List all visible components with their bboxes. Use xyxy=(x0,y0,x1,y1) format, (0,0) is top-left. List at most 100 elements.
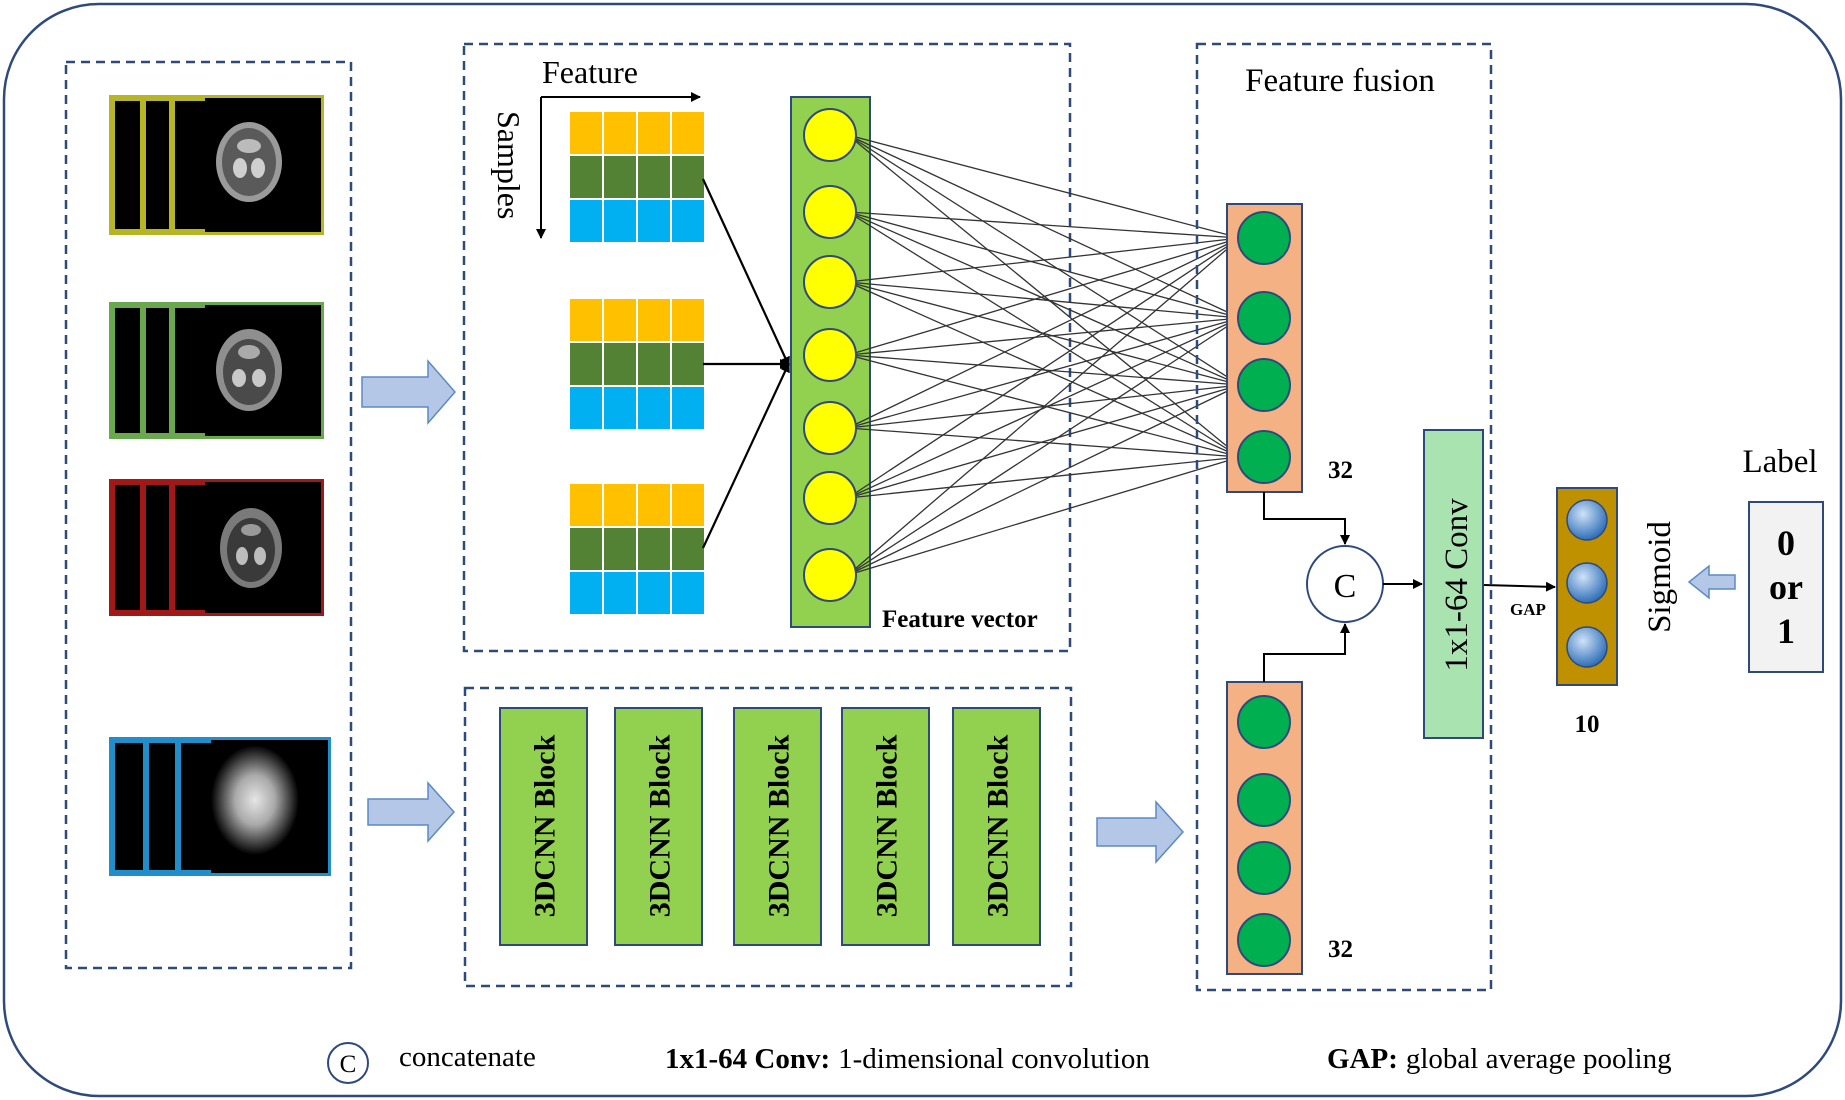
matrix-cell xyxy=(670,198,706,244)
cnn-block-2: 3DCNN Block xyxy=(614,707,703,946)
label-value-or: or xyxy=(1769,567,1803,607)
fusion-neuron-top xyxy=(1237,291,1291,345)
legend-concat-text: concatenate xyxy=(399,1041,536,1073)
legend-concat-symbol: C xyxy=(340,1051,357,1078)
matrix-cell xyxy=(636,385,672,431)
image-stack-1 xyxy=(109,95,324,235)
feature-axis-label: Feature xyxy=(542,54,638,90)
matrix-cell xyxy=(602,154,638,200)
matrix-arrow-3 xyxy=(702,362,790,549)
conv-block xyxy=(1423,429,1484,739)
fc-connection xyxy=(847,211,1241,319)
fusion-bottom-count: 32 xyxy=(1328,936,1353,963)
fc-connection xyxy=(847,134,1241,319)
cnn-block-4: 3DCNN Block xyxy=(841,707,930,946)
output-neuron xyxy=(1566,499,1608,541)
matrix-cell xyxy=(670,341,706,387)
matrix-cell xyxy=(602,385,638,431)
cnn-block-label: 3DCNN Block xyxy=(529,734,562,917)
matrix-cell xyxy=(670,570,706,616)
legend-conv-desc: 1-dimensional convolution xyxy=(838,1043,1150,1075)
matrix-cell xyxy=(636,154,672,200)
fusion-title: Feature fusion xyxy=(1245,63,1435,99)
label-value-0: 0 xyxy=(1777,523,1795,563)
feature-panel xyxy=(462,42,1072,653)
matrix-cell xyxy=(636,341,672,387)
cnn-block-box xyxy=(614,707,703,946)
block-arrow-to-features xyxy=(361,358,456,426)
matrix-cell xyxy=(602,482,638,528)
cnn-block-box xyxy=(499,707,588,946)
feature-vector-neuron xyxy=(803,471,857,525)
matrix-cell xyxy=(602,110,638,156)
matrix-cell xyxy=(568,482,604,528)
fc-connection xyxy=(847,237,1241,499)
cnn-panel xyxy=(463,686,1073,988)
label-to-sigmoid-arrow xyxy=(1687,564,1736,600)
matrix-cell xyxy=(670,154,706,200)
matrix-cell xyxy=(568,110,604,156)
fc-connection xyxy=(847,456,1241,499)
image-stack-4 xyxy=(109,737,331,876)
matrix-cell xyxy=(670,526,706,572)
fusion-neuron-bottom xyxy=(1237,913,1291,967)
matrix-cell xyxy=(636,297,672,343)
cnn-block-label: 3DCNN Block xyxy=(763,734,796,917)
legend-concat-icon xyxy=(327,1042,369,1084)
block-arrow-to-cnn xyxy=(367,781,456,843)
fusion-neuron-top xyxy=(1237,211,1291,265)
input-images-panel xyxy=(64,60,353,970)
cnn-block-label: 3DCNN Block xyxy=(871,734,904,917)
conv-to-output-arrow xyxy=(1483,581,1556,592)
feature-vector-neuron xyxy=(803,255,857,309)
feature-matrix-2 xyxy=(568,297,706,431)
cnn-block-box xyxy=(733,707,822,946)
matrix-cell xyxy=(568,154,604,200)
fc-connection xyxy=(847,134,1241,239)
feature-vector-neuron xyxy=(803,328,857,382)
fc-connection xyxy=(847,281,1241,319)
matrix-cell xyxy=(670,385,706,431)
cnn-block-box xyxy=(841,707,930,946)
fc-connection xyxy=(847,237,1241,576)
matrix-cell xyxy=(636,110,672,156)
matrix-cell xyxy=(636,570,672,616)
legend-gap-term: GAP: xyxy=(1327,1043,1398,1075)
top-to-concat-connector xyxy=(1263,492,1350,545)
matrix-cell xyxy=(568,570,604,616)
block-arrow-to-fusion xyxy=(1096,800,1185,864)
matrix-cell xyxy=(602,198,638,244)
feature-matrix-1 xyxy=(568,110,706,244)
fusion-neuron-top xyxy=(1237,430,1291,484)
feature-vector-neuron xyxy=(803,185,857,239)
fc-connection xyxy=(847,317,1241,576)
gap-label: GAP xyxy=(1510,600,1546,619)
fusion-panel xyxy=(1195,42,1493,992)
fc-connection xyxy=(847,384,1241,576)
concat-symbol: C xyxy=(1334,568,1357,605)
samples-axis-label: Samples xyxy=(491,111,527,219)
output-neuron xyxy=(1566,626,1608,668)
fc-connection xyxy=(847,384,1241,499)
fc-connection xyxy=(847,317,1241,429)
sigmoid-label: Sigmoid xyxy=(1642,521,1678,633)
matrix-cell xyxy=(568,385,604,431)
cnn-block-5: 3DCNN Block xyxy=(952,707,1041,946)
matrix-cell xyxy=(670,482,706,528)
feature-vector-neuron xyxy=(803,401,857,455)
matrix-cell xyxy=(636,526,672,572)
fusion-neuron-bottom xyxy=(1237,773,1291,827)
image-stack-2 xyxy=(109,302,324,439)
fc-connection xyxy=(847,237,1241,283)
fusion-neuron-bottom xyxy=(1237,841,1291,895)
legend-gap: GAP:global average pooling xyxy=(1327,1043,1672,1075)
feature-vector-label: Feature vector xyxy=(882,606,1038,633)
cnn-block-3: 3DCNN Block xyxy=(733,707,822,946)
feature-matrix-3 xyxy=(568,482,706,616)
legend-conv: 1x1-64 Conv:1-dimensional convolution xyxy=(665,1043,1150,1075)
fc-connection xyxy=(847,211,1241,239)
matrix-cell xyxy=(602,297,638,343)
feature-vector-neuron xyxy=(803,108,857,162)
bottom-to-concat-connector xyxy=(1263,623,1350,682)
